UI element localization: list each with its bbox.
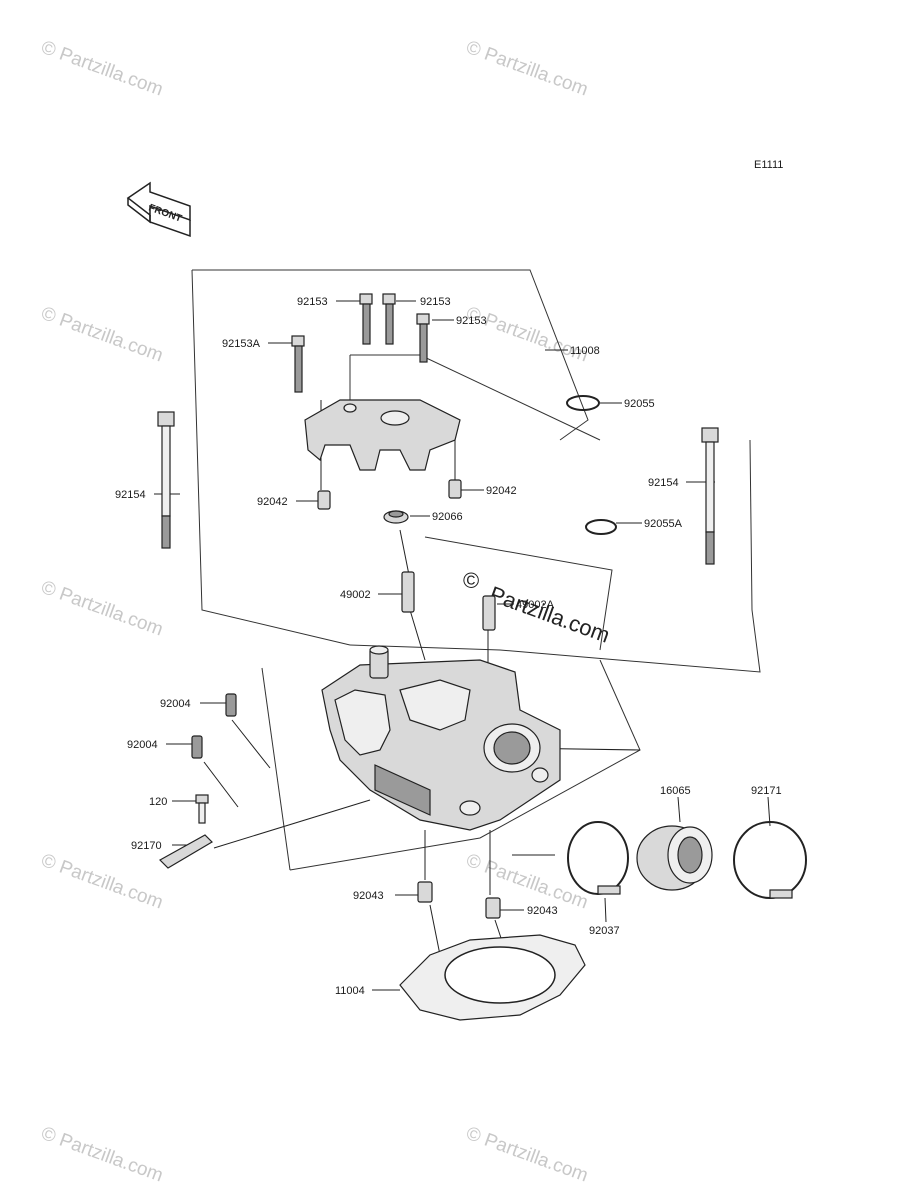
watermark: © Partzilla.com bbox=[38, 303, 165, 367]
stud-92004-a-icon bbox=[225, 693, 237, 717]
watermark: © Partzilla.com bbox=[463, 850, 590, 914]
guide-49002A-icon bbox=[482, 595, 496, 631]
label-92037: 92037 bbox=[589, 925, 620, 937]
bolt-92153-a-icon bbox=[359, 293, 373, 345]
bolt-92154-left-icon bbox=[157, 411, 175, 549]
bolt-92153-c-icon bbox=[416, 313, 430, 363]
watermark: © Partzilla.com bbox=[38, 577, 165, 641]
bolt-92153A-icon bbox=[291, 335, 305, 393]
clamp-92037-icon bbox=[567, 821, 629, 895]
clamp-92171-icon bbox=[733, 821, 807, 899]
label-92055A: 92055A bbox=[644, 518, 683, 530]
dowel-92043-right-icon bbox=[485, 897, 501, 919]
bolt-92154-right-icon bbox=[701, 427, 719, 565]
label-92171: 92171 bbox=[751, 785, 782, 797]
watermark-symbol: © bbox=[463, 568, 479, 593]
watermark-name: Partzilla.com bbox=[486, 581, 613, 648]
label-49002: 49002 bbox=[340, 589, 371, 601]
guide-49002-icon bbox=[401, 571, 415, 613]
oring-92055A-icon bbox=[585, 519, 617, 535]
dowel-92043-left-icon bbox=[417, 881, 433, 903]
label-92042-left: 92042 bbox=[257, 496, 288, 508]
label-92154-right: 92154 bbox=[648, 477, 679, 489]
dowel-92042-right-icon bbox=[448, 479, 462, 499]
bolt-92153-b-icon bbox=[382, 293, 396, 345]
label-92153-c: 92153 bbox=[456, 315, 487, 327]
label-92153A: 92153A bbox=[222, 338, 261, 350]
head-gasket-11004-icon bbox=[399, 934, 586, 1021]
label-92154-left: 92154 bbox=[115, 489, 146, 501]
holder-16065-icon bbox=[636, 825, 713, 891]
watermark: © Partzilla.com bbox=[38, 37, 165, 101]
label-92153-a: 92153 bbox=[297, 296, 328, 308]
oring-92055-icon bbox=[566, 395, 600, 411]
label-92170: 92170 bbox=[131, 840, 162, 852]
label-49002A: 49002A bbox=[516, 599, 555, 611]
label-92153-b: 92153 bbox=[420, 296, 451, 308]
front-arrow-icon: FRONT bbox=[126, 181, 191, 238]
stud-92004-b-icon bbox=[191, 735, 203, 759]
label-92043-left: 92043 bbox=[353, 890, 384, 902]
dowel-92042-left-icon bbox=[317, 490, 331, 510]
camshaft-cap-icon bbox=[304, 399, 461, 471]
cylinder-head-icon bbox=[321, 645, 561, 831]
label-120: 120 bbox=[149, 796, 167, 808]
label-11008: 11008 bbox=[570, 345, 600, 357]
part-labels: 92153 92153 92153 92153A 11008 92055 921… bbox=[115, 296, 782, 997]
watermark: © Partzilla.com bbox=[463, 37, 590, 101]
watermark: © Partzilla.com bbox=[38, 1123, 165, 1187]
label-92004-a: 92004 bbox=[160, 698, 191, 710]
label-92043-right: 92043 bbox=[527, 905, 558, 917]
label-92066: 92066 bbox=[432, 511, 463, 523]
label-16065: 16065 bbox=[660, 785, 691, 797]
label-92055: 92055 bbox=[624, 398, 655, 410]
watermark: © Partzilla.com bbox=[463, 1123, 590, 1187]
seal-92066-icon bbox=[383, 510, 409, 524]
bolt-120-icon bbox=[195, 794, 209, 824]
bracket-92170-icon bbox=[159, 834, 213, 869]
assembly-frames bbox=[191, 269, 761, 871]
watermark: © Partzilla.com bbox=[38, 850, 165, 914]
label-92004-b: 92004 bbox=[127, 739, 158, 751]
diagram-code: E1111 bbox=[754, 159, 783, 171]
label-92042-right: 92042 bbox=[486, 485, 517, 497]
label-11004: 11004 bbox=[335, 985, 365, 997]
